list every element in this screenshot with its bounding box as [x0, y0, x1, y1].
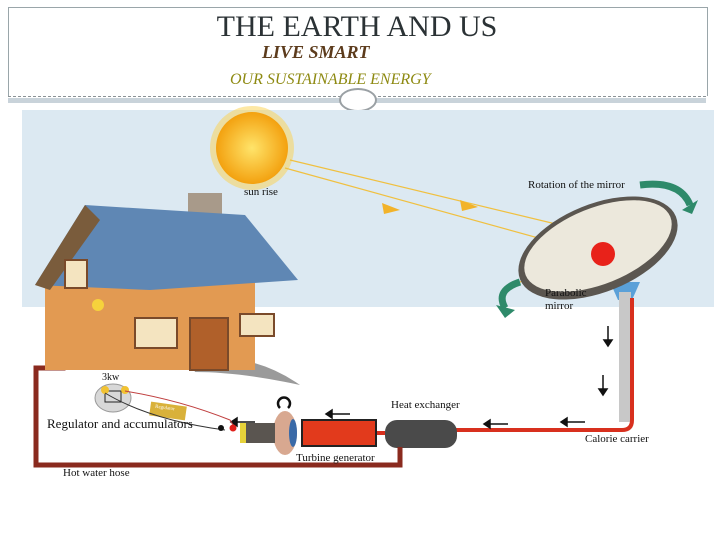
label-heat-exchanger: Heat exchanger [391, 399, 460, 411]
label-parabolic: Parabolic [545, 287, 587, 299]
generator-body [245, 423, 275, 443]
sun-core [216, 112, 288, 184]
label-mirror-rotation: Rotation of the mirror [528, 179, 625, 191]
rotation-arrow-icon [498, 278, 522, 310]
turbine-generator [301, 419, 377, 447]
heat-exchanger [385, 420, 457, 448]
light-bulb-icon [92, 299, 104, 311]
rotation-arrowhead [496, 305, 515, 318]
carrier-pipe [619, 292, 631, 422]
label-mirror: mirror [545, 300, 574, 312]
label-sun-rise: sun rise [244, 186, 278, 198]
flow-arrows [229, 326, 614, 430]
label-turbine: Turbine generator [296, 452, 375, 464]
subtitle: LIVE SMART [262, 42, 370, 62]
tagline: OUR SUSTAINABLE ENERGY [230, 71, 431, 88]
label-hose: Hot water hose [63, 467, 130, 479]
battery-icon [104, 390, 122, 403]
header-frame [8, 7, 708, 96]
spin-arrow-icon [276, 396, 292, 409]
label-power: 3kw [102, 372, 120, 383]
carrier-pipe-red [455, 298, 634, 432]
parabolic-mirror [518, 196, 678, 300]
page-title: THE EARTH AND US [216, 10, 498, 43]
rotation-arrow-icon [639, 180, 694, 207]
label-calorie-carrier: Calorie carrier [585, 433, 649, 445]
label-regulator: Regulator and accumulators [47, 416, 193, 431]
house [35, 193, 300, 385]
ray-arrow [460, 200, 478, 211]
ray-arrow [382, 203, 400, 214]
rotation-arrowhead [682, 200, 698, 214]
